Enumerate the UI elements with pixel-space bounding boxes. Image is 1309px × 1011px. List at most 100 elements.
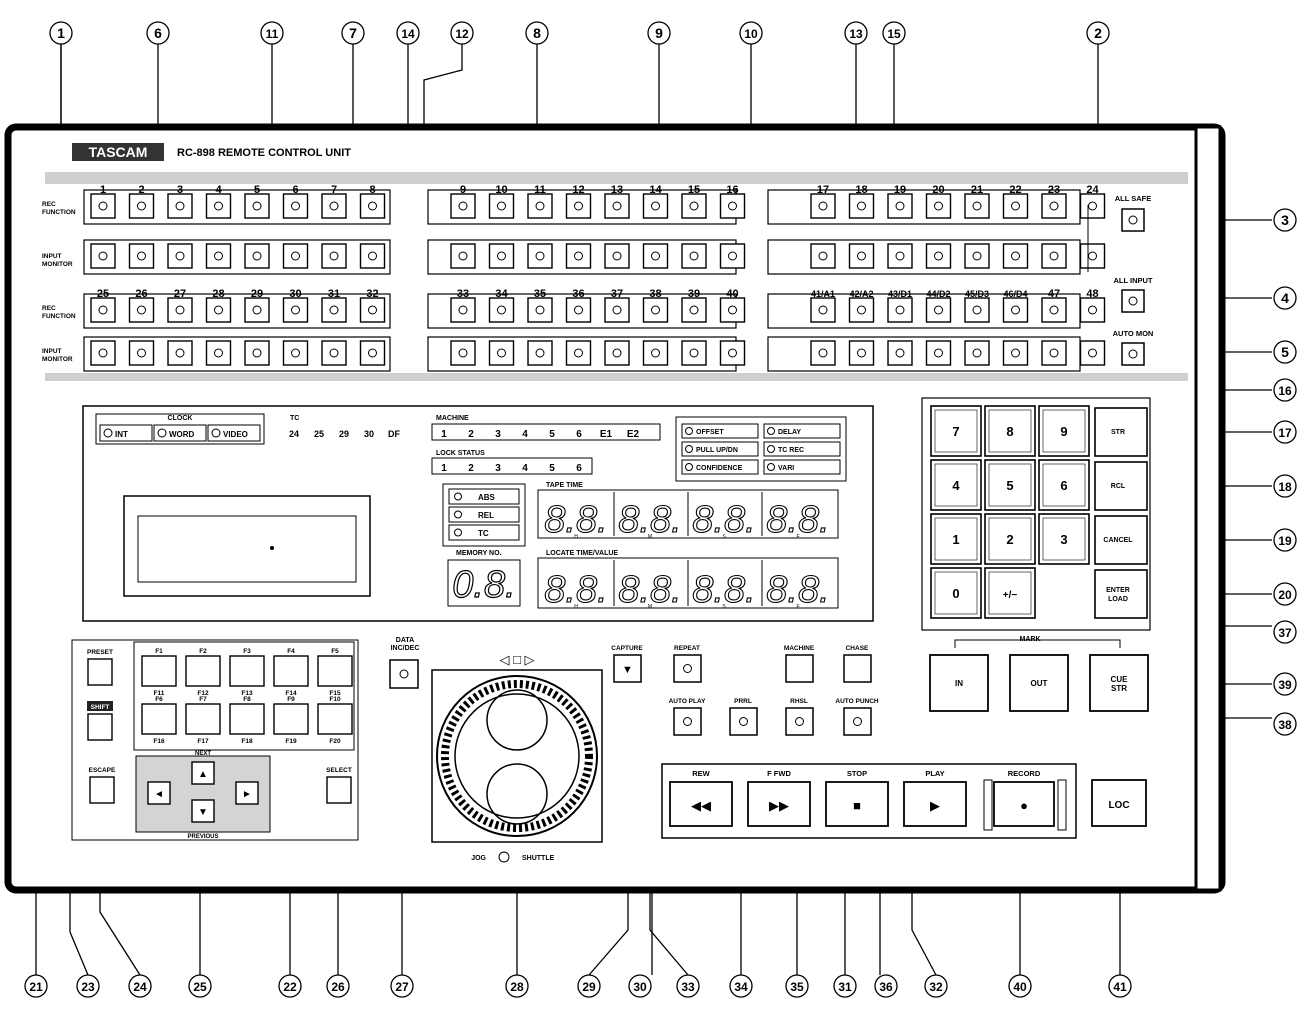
cursor-down-button[interactable] <box>191 799 215 823</box>
track-row2-button[interactable] <box>925 340 952 366</box>
track-row2-button[interactable] <box>604 340 630 366</box>
track-row2-button[interactable] <box>527 297 553 323</box>
function-key[interactable] <box>229 703 265 735</box>
auto-punch-button[interactable] <box>843 707 872 736</box>
track-row1-button[interactable] <box>128 243 155 269</box>
track-row1-button[interactable] <box>359 243 386 269</box>
cursor-up-button[interactable] <box>191 761 215 785</box>
track-row2-button[interactable] <box>642 297 669 323</box>
track-row2-button[interactable] <box>90 297 116 323</box>
mark-key[interactable] <box>1009 654 1069 712</box>
track-row2-button[interactable] <box>488 297 515 323</box>
track-row1-button[interactable] <box>488 193 515 219</box>
keypad-key[interactable] <box>930 405 982 457</box>
keypad-key[interactable] <box>930 513 982 565</box>
track-row1-button[interactable] <box>282 243 309 269</box>
track-row2-button[interactable] <box>1041 297 1067 323</box>
shift-button[interactable] <box>87 713 113 741</box>
track-row1-button[interactable] <box>604 243 630 269</box>
track-row1-button[interactable] <box>810 243 836 269</box>
track-row1-button[interactable] <box>925 193 952 219</box>
track-row1-button[interactable] <box>810 193 836 219</box>
track-row1-button[interactable] <box>205 193 232 219</box>
track-row1-button[interactable] <box>719 243 746 269</box>
data-inc-dec-button[interactable] <box>389 659 419 689</box>
keypad-key[interactable] <box>930 567 982 619</box>
track-row2-button[interactable] <box>887 340 913 366</box>
track-row2-button[interactable] <box>1079 297 1106 323</box>
track-row1-button[interactable] <box>450 193 476 219</box>
track-row1-button[interactable] <box>527 243 553 269</box>
track-row2-button[interactable] <box>810 340 836 366</box>
rhsl-button[interactable] <box>785 707 814 736</box>
transport-rew-button[interactable] <box>669 781 733 827</box>
track-row2-button[interactable] <box>321 340 347 366</box>
track-row2-button[interactable] <box>810 297 836 323</box>
auto-play-button[interactable] <box>673 707 702 736</box>
keypad-key[interactable] <box>1038 513 1090 565</box>
chase-button[interactable] <box>843 654 872 683</box>
track-row2-button[interactable] <box>642 340 669 366</box>
capture-button[interactable] <box>613 654 642 683</box>
function-key[interactable] <box>185 655 221 687</box>
track-row1-button[interactable] <box>282 193 309 219</box>
cursor-left-button[interactable] <box>147 781 171 805</box>
track-row1-button[interactable] <box>527 193 553 219</box>
transport-record-button[interactable] <box>993 781 1055 827</box>
track-row1-button[interactable] <box>244 243 270 269</box>
keypad-key[interactable] <box>1038 459 1090 511</box>
escape-button[interactable] <box>89 776 115 804</box>
track-row2-button[interactable] <box>282 340 309 366</box>
track-row1-button[interactable] <box>1041 243 1067 269</box>
function-key[interactable] <box>273 703 309 735</box>
transport-play-button[interactable] <box>903 781 967 827</box>
track-row2-button[interactable] <box>205 340 232 366</box>
side-key[interactable] <box>1094 461 1148 511</box>
track-row2-button[interactable] <box>1002 297 1029 323</box>
track-row1-button[interactable] <box>848 193 875 219</box>
track-row1-button[interactable] <box>90 193 116 219</box>
track-row2-button[interactable] <box>321 297 347 323</box>
track-row1-button[interactable] <box>681 193 707 219</box>
function-key[interactable] <box>185 703 221 735</box>
track-row2-button[interactable] <box>887 297 913 323</box>
track-row1-button[interactable] <box>719 193 746 219</box>
track-row2-button[interactable] <box>205 297 232 323</box>
machine-button[interactable] <box>785 654 814 683</box>
track-row2-button[interactable] <box>128 340 155 366</box>
track-row2-button[interactable] <box>1079 340 1106 366</box>
track-row1-button[interactable] <box>964 243 990 269</box>
track-row2-button[interactable] <box>359 297 386 323</box>
function-key[interactable] <box>317 703 353 735</box>
track-row1-button[interactable] <box>1079 193 1106 219</box>
jog-wheel[interactable] <box>454 693 580 819</box>
track-row1-button[interactable] <box>565 243 592 269</box>
function-key[interactable] <box>229 655 265 687</box>
track-row1-button[interactable] <box>887 243 913 269</box>
track-row2-button[interactable] <box>282 297 309 323</box>
function-key[interactable] <box>273 655 309 687</box>
track-row1-button[interactable] <box>925 243 952 269</box>
repeat-button[interactable] <box>673 654 702 683</box>
loc-button[interactable] <box>1091 779 1147 827</box>
track-row1-button[interactable] <box>1041 193 1067 219</box>
track-row2-button[interactable] <box>450 340 476 366</box>
track-row2-button[interactable] <box>1002 340 1029 366</box>
track-row1-button[interactable] <box>565 193 592 219</box>
track-row2-button[interactable] <box>719 297 746 323</box>
keypad-key[interactable] <box>984 513 1036 565</box>
side-key[interactable] <box>1094 515 1148 565</box>
preset-button[interactable] <box>87 658 113 686</box>
track-row2-button[interactable] <box>565 297 592 323</box>
track-row2-button[interactable] <box>681 340 707 366</box>
track-row1-button[interactable] <box>848 243 875 269</box>
mark-key[interactable] <box>1089 654 1149 712</box>
track-row1-button[interactable] <box>1002 243 1029 269</box>
transport-f-fwd-button[interactable] <box>747 781 811 827</box>
track-row1-button[interactable] <box>167 193 193 219</box>
track-row2-button[interactable] <box>565 340 592 366</box>
track-row2-button[interactable] <box>1041 340 1067 366</box>
select-button[interactable] <box>326 776 352 804</box>
track-row1-button[interactable] <box>205 243 232 269</box>
track-row1-button[interactable] <box>1079 243 1106 269</box>
